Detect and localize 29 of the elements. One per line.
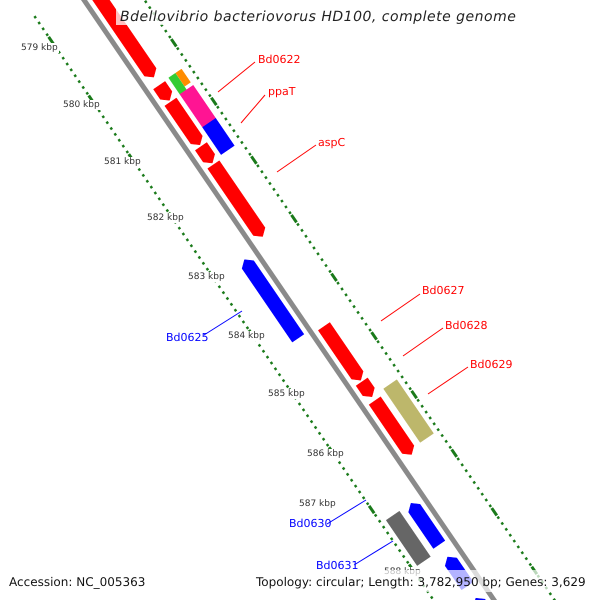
gene-label: Bd0631 <box>316 560 359 572</box>
scale-label: 587 kbp <box>298 499 337 509</box>
gene-label: Bd0628 <box>445 320 488 332</box>
scale-label: 579 kbp <box>20 43 59 53</box>
leader-line <box>380 294 420 322</box>
scale-label: 582 kbp <box>146 213 185 223</box>
scale-label: 583 kbp <box>187 272 226 282</box>
footer-text: Topology: circular; Length: 3,782,950 bp; Genes: 3,629 <box>256 575 586 589</box>
scale-label: 586 kbp <box>306 449 345 459</box>
leader-line <box>326 500 366 524</box>
gene-label: ppaT <box>268 86 296 98</box>
gene-label: aspC <box>318 137 346 149</box>
gene-label: Bd0622 <box>258 54 301 66</box>
gene-label: Bd0630 <box>289 518 332 530</box>
gene-label: Bd0627 <box>422 285 465 297</box>
leader-line <box>240 94 266 124</box>
footer-text: Accession: NC_005363 <box>9 575 146 589</box>
leader-line <box>354 540 394 566</box>
gene-label: Bd0629 <box>470 359 513 371</box>
scale-label: 584 kbp <box>227 331 266 341</box>
gene-label: Bd0625 <box>166 332 209 344</box>
scale-label: 581 kbp <box>103 157 142 167</box>
scale-label: 580 kbp <box>62 100 101 110</box>
leader-line <box>204 310 242 336</box>
leader-line <box>276 144 316 172</box>
leader-line <box>428 366 468 394</box>
leader-line <box>218 62 256 92</box>
leader-line <box>402 328 444 356</box>
scale-label: 585 kbp <box>267 389 306 399</box>
